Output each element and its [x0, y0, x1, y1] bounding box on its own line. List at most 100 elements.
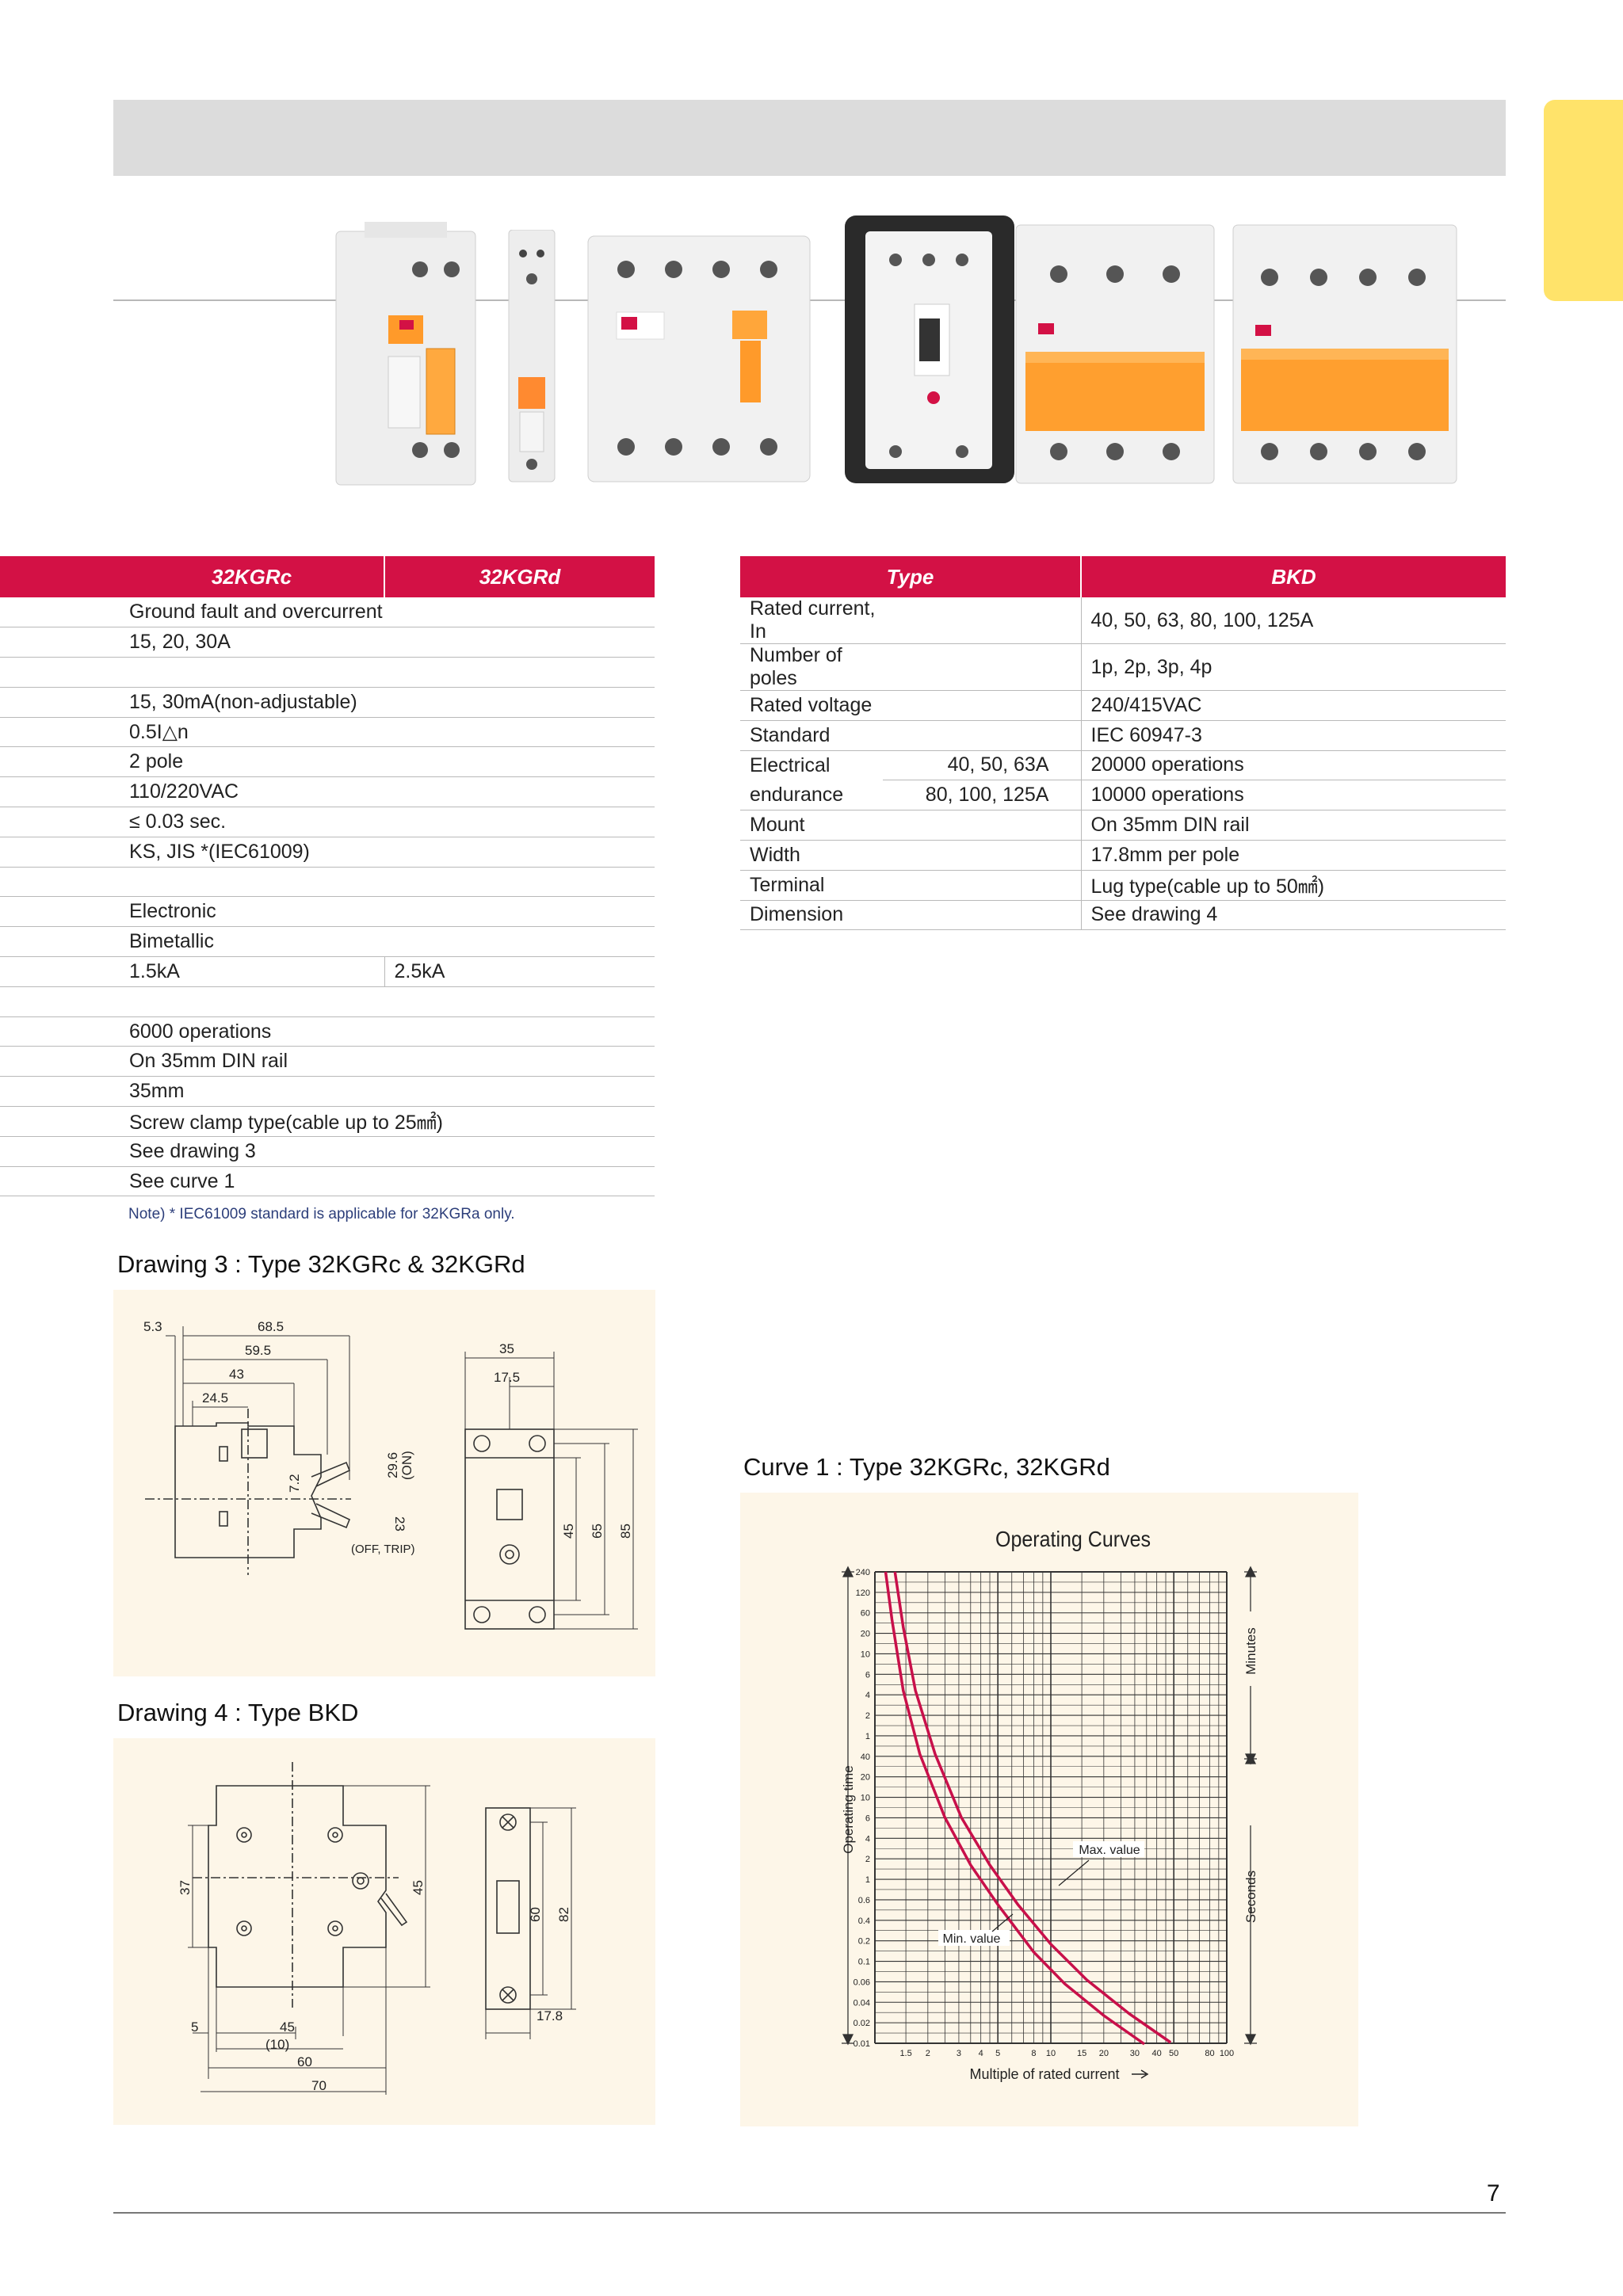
dim-label: 45 [280, 2019, 295, 2035]
table-cell: See drawing 3 [120, 1136, 655, 1167]
table-cell [120, 657, 655, 688]
table-cell-label: Rated current, In [740, 597, 883, 644]
table-row: 2 pole [0, 746, 655, 778]
y-tick-label: 10 [861, 1794, 870, 1803]
table-header-cell: 32KGRc [120, 556, 384, 597]
x-tick-label: 100 [1220, 2049, 1234, 2058]
table-cell: 2 pole [120, 746, 655, 778]
min-leader-line [991, 1913, 1014, 1932]
y-tick-label: 1 [865, 1732, 870, 1741]
seconds-label: Seconds [1243, 1871, 1258, 1923]
table-cell-label: Dimension [740, 900, 883, 931]
x-axis-label: Multiple of rated current [969, 2066, 1119, 2082]
dim-label: (ON) [399, 1451, 414, 1480]
dim-label: 45 [561, 1524, 576, 1539]
min-value-label: Min. value [943, 1932, 1001, 1946]
table-cell-sub [883, 643, 1081, 691]
table-note: Note) * IEC61009 standard is applicable … [128, 1206, 515, 1222]
table-cell: 17.8mm per pole [1080, 840, 1506, 871]
table-cell: 1p, 2p, 3p, 4p [1080, 643, 1506, 691]
table-cell [120, 867, 655, 898]
drawing4-caption: Drawing 4 : Type BKD [117, 1699, 359, 1726]
y-tick-label: 0.04 [854, 1998, 870, 2008]
product-photo-bkd-4p [1232, 224, 1457, 484]
max-leader-line [1058, 1859, 1090, 1886]
table-cell-label: Width [740, 840, 883, 871]
table-cell-label [0, 1076, 120, 1108]
table-cell: Screw clamp type(cable up to 25㎟) [120, 1106, 655, 1137]
table-cell: On 35mm DIN rail [1080, 810, 1506, 841]
dim-label: 45 [411, 1880, 426, 1895]
page-number: 7 [1487, 2180, 1500, 2206]
table-cell: 40, 50, 63, 80, 100, 125A [1080, 597, 1506, 644]
table-row: See curve 1 [0, 1166, 655, 1197]
table-cell: 10000 operations [1080, 780, 1506, 811]
section-tab [1544, 100, 1623, 301]
table-cell: 0.5I△n [120, 717, 655, 748]
footer-divider [113, 2212, 1506, 2214]
x-tick-label: 4 [979, 2049, 983, 2058]
table-cell-label [0, 1136, 120, 1167]
table-cell: 15, 30mA(non-adjustable) [120, 687, 655, 718]
table-cell-label: Terminal [740, 870, 883, 901]
y-tick-label: 0.06 [854, 1978, 870, 1987]
table-row: 15, 20, 30A [0, 627, 655, 658]
y-tick-label: 240 [856, 1568, 870, 1577]
y-tick-label: 10 [861, 1650, 870, 1659]
table-row: 0.5I△n [0, 717, 655, 748]
dim-label: 35 [499, 1341, 514, 1356]
table-cell: Lug type(cable up to 50㎟) [1080, 870, 1506, 901]
dim-label: 29.6 [385, 1452, 400, 1478]
min-label-bg [938, 1930, 1010, 1946]
table-cell: See curve 1 [120, 1166, 655, 1197]
y-tick-label: 1 [865, 1875, 870, 1885]
dim-label: (OFF, TRIP) [351, 1543, 415, 1556]
table-cell-label [0, 896, 120, 928]
table-cell-label [0, 597, 120, 628]
table-cell: 110/220VAC [120, 776, 655, 808]
min-value-curve [884, 1571, 1146, 2046]
table-row [0, 986, 655, 1017]
y-tick-label: 2 [865, 1855, 870, 1864]
y-axis-label: Operating time [841, 1765, 856, 1854]
table-cell: On 35mm DIN rail [120, 1046, 655, 1077]
table-cell: 35mm [120, 1076, 655, 1108]
table-row: 6000 operations [0, 1016, 655, 1047]
x-tick-label: 50 [1169, 2049, 1178, 2058]
table-cell-sub: 80, 100, 125A [883, 780, 1081, 811]
x-tick-label: 10 [1046, 2049, 1056, 2058]
operating-curve-chart: Operating Curves 24012060201064214020106… [841, 1527, 1258, 2082]
product-photo-bkd-3p [1015, 224, 1215, 484]
y-tick-label: 20 [861, 1773, 870, 1783]
table-cell-label [0, 1046, 120, 1077]
product-photo-32kgrc [335, 222, 476, 486]
table-cell-label: endurance [740, 780, 883, 811]
table-cell-label [0, 867, 120, 898]
header-bar [113, 100, 1506, 176]
table-cell-label [0, 926, 120, 958]
table-row: See drawing 3 [0, 1136, 655, 1167]
table-cell-label [0, 717, 120, 748]
dim-label: 43 [229, 1367, 244, 1382]
dim-label: 5 [191, 2019, 198, 2035]
table-row: KS, JIS *(IEC61009) [0, 837, 655, 868]
drawing3-panel: 5.3 68.5 59.5 43 24.5 35 17.5 7.2 29.6 (… [113, 1290, 655, 1676]
table-cell-label [0, 1166, 120, 1197]
drawing4-diagram: 37 45 (10) 5 45 60 70 60 82 17.8 [178, 1762, 576, 2095]
table-cell: 20000 operations [1080, 750, 1506, 781]
table-header-cell: BKD [1080, 556, 1506, 597]
table-cell [120, 986, 655, 1017]
dim-label: 65 [590, 1524, 605, 1539]
dim-label: 85 [618, 1524, 633, 1539]
max-label-bg [1073, 1841, 1144, 1857]
dim-label: 24.5 [202, 1390, 228, 1405]
dim-label: 17.5 [494, 1370, 520, 1385]
table-cell: 2.5kA [384, 956, 655, 987]
